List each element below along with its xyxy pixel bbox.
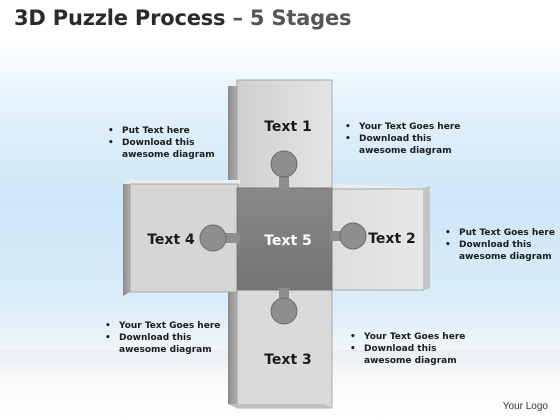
piece-top-label: Text 1 <box>264 119 312 135</box>
note-item: Download this awesome diagram <box>348 343 460 367</box>
knob-right <box>330 222 367 250</box>
page-title: 3D Puzzle Process – 5 Stages <box>14 6 352 30</box>
piece-top-side <box>228 80 237 190</box>
note-item: Download this awesome diagram <box>106 137 218 161</box>
piece-right-side <box>424 186 430 290</box>
piece-left-cap <box>123 180 240 184</box>
logo-text: Your Logo <box>502 401 548 412</box>
piece-left-side <box>123 184 130 296</box>
knob-bottom <box>270 288 298 325</box>
piece-right-cap <box>332 184 424 190</box>
note-bottom-right: Your Text Goes here Download this awesom… <box>348 331 468 367</box>
note-top-left: Put Text here Download this awesome diag… <box>106 125 226 161</box>
note-item: Your Text Goes here <box>348 331 468 343</box>
note-top-right: Your Text Goes here Download this awesom… <box>343 121 463 157</box>
piece-center <box>236 187 333 291</box>
piece-bottom-base <box>228 404 332 408</box>
piece-bottom-side <box>228 290 237 408</box>
piece-right-label: Text 2 <box>368 231 416 247</box>
note-item: Your Text Goes here <box>103 320 223 332</box>
note-bottom-left: Your Text Goes here Download this awesom… <box>103 320 223 356</box>
note-right: Put Text Goes here Download this awesome… <box>443 227 555 263</box>
knob-left <box>199 224 240 252</box>
note-item: Put Text here <box>106 125 226 137</box>
note-item: Your Text Goes here <box>343 121 463 133</box>
piece-bottom-label: Text 3 <box>264 352 312 368</box>
note-item: Download this awesome diagram <box>343 133 455 157</box>
piece-center-label: Text 5 <box>264 233 312 249</box>
piece-left-label: Text 4 <box>147 232 195 248</box>
note-item: Put Text Goes here <box>443 227 555 239</box>
note-item: Download this awesome diagram <box>443 239 555 263</box>
knob-top <box>270 150 298 190</box>
note-item: Download this awesome diagram <box>103 332 215 356</box>
